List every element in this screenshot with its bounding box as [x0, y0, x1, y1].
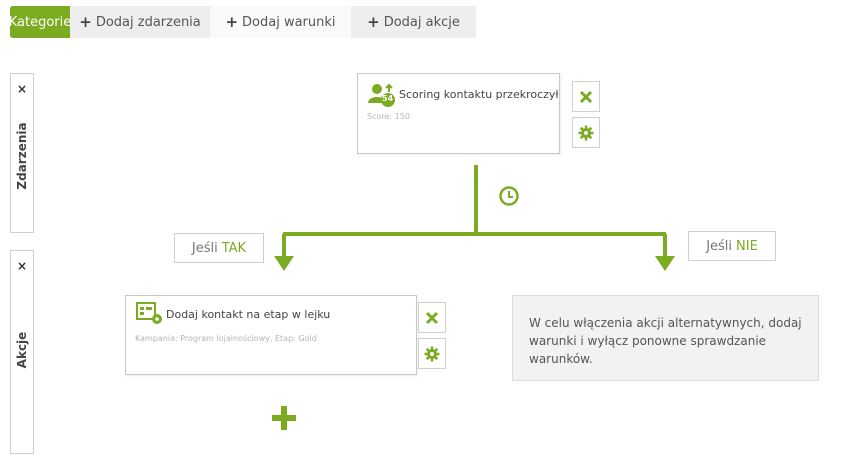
score-badge: 54: [382, 94, 394, 103]
clock-icon: [499, 186, 519, 206]
tab-kategorie[interactable]: Kategorie: [8, 6, 72, 38]
gear-icon: [424, 346, 440, 361]
tab-dodaj-zdarzenia[interactable]: + Dodaj zdarzenia: [70, 6, 210, 38]
events-side-panel: × Zdarzenia: [10, 73, 34, 233]
close-icon[interactable]: ×: [16, 259, 28, 273]
branch-yes-keyword: TAK: [221, 240, 247, 256]
top-tabs: Kategorie + Dodaj zdarzenia + Dodaj waru…: [8, 6, 476, 38]
tab-dodaj-zdarzenia-label: Dodaj zdarzenia: [95, 14, 201, 30]
actions-side-panel: × Akcje: [10, 250, 34, 454]
branch-yes-prefix: Jeśli: [191, 240, 218, 256]
plus-icon: +: [225, 12, 239, 31]
user-score-icon: [367, 82, 397, 112]
condition-delete-button[interactable]: [572, 81, 600, 112]
funnel-settings-icon: [136, 302, 164, 330]
action-subtitle: Kampania: Program lojalnościowy, Etap: G…: [135, 334, 317, 343]
plus-icon: [272, 406, 296, 430]
action-delete-button[interactable]: [418, 302, 446, 333]
info-box: W celu włączenia akcji alternatywnych, d…: [512, 295, 819, 381]
tab-dodaj-warunki[interactable]: + Dodaj warunki: [210, 6, 351, 38]
add-action-button[interactable]: [271, 405, 297, 435]
close-icon[interactable]: ×: [16, 82, 28, 96]
arrow-yes-icon: [274, 256, 294, 271]
condition-settings-button[interactable]: [572, 117, 600, 148]
condition-subtitle: Score: 150: [367, 112, 410, 121]
tab-dodaj-warunki-label: Dodaj warunki: [242, 14, 336, 30]
close-icon: [579, 90, 593, 103]
tab-kategorie-label: Kategorie: [8, 14, 72, 30]
branch-no-keyword: NIE: [736, 238, 758, 254]
tab-dodaj-akcje[interactable]: + Dodaj akcje: [351, 6, 476, 38]
arrow-no-icon: [655, 256, 675, 271]
plus-icon: +: [79, 12, 92, 31]
action-title: Dodaj kontakt na etap w lejku: [166, 308, 331, 321]
info-text: W celu włączenia akcji alternatywnych, d…: [529, 316, 802, 366]
action-settings-button[interactable]: [418, 338, 446, 369]
branch-no-label: Jeśli NIE: [688, 231, 776, 261]
tab-dodaj-akcje-label: Dodaj akcje: [383, 14, 460, 30]
branch-no-prefix: Jeśli: [706, 238, 733, 254]
condition-card[interactable]: 54 Scoring kontaktu przekroczył Score: 1…: [357, 73, 560, 154]
action-card[interactable]: Dodaj kontakt na etap w lejku Kampania: …: [125, 295, 417, 375]
branch-yes-label: Jeśli TAK: [174, 233, 264, 263]
gear-icon: [578, 125, 594, 140]
close-icon: [425, 311, 439, 324]
plus-icon: +: [367, 12, 380, 31]
condition-title: Scoring kontaktu przekroczył: [399, 88, 559, 101]
